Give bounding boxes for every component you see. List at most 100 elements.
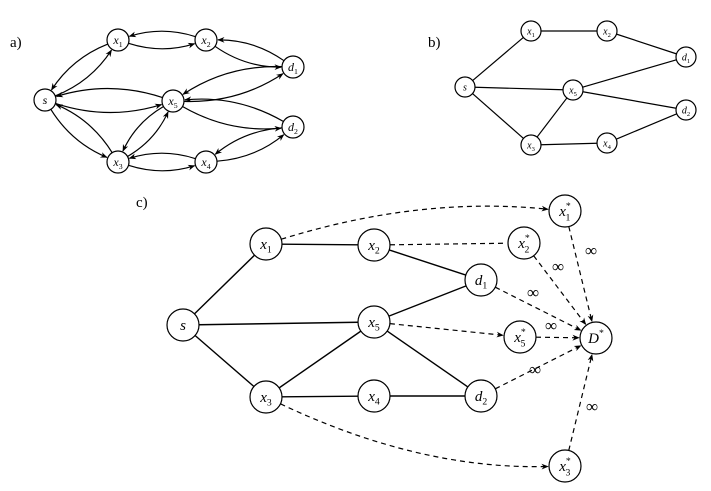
edge-x2-d1 [616,33,677,55]
node-name: D [587,331,599,347]
node-x3: x3 [249,380,283,414]
node-superscript: * [521,327,526,338]
node-subscript: 2 [687,111,690,118]
node-circle [562,79,584,101]
node-circle [106,28,130,52]
node-circle [464,263,498,297]
node-circle [161,89,185,113]
node-name: d [682,105,688,116]
node-d1: d1 [464,263,498,297]
node-superscript: * [525,233,530,244]
node-label: x4 [367,389,380,408]
edge-x5-d1 [582,59,677,88]
node-name: s [43,93,48,107]
edge-x4-x3 [128,152,196,160]
dashed-edge-d2-Ds [495,345,582,390]
node-circle [357,228,391,262]
edge-s-x3 [50,109,108,158]
node-s: s [166,308,200,342]
panel-a-label: a) [10,35,22,51]
edge-d1-x2 [217,36,285,62]
node-label: x3 [112,155,122,171]
node-label: x2 [367,238,380,257]
node-circle [579,321,613,355]
edge-s-x3 [194,334,255,388]
node-subscript: 3 [532,146,535,153]
edge-x3-x5 [536,97,568,138]
edge-s-x5 [55,102,163,114]
node-subscript: 2 [375,246,380,257]
node-label: x4 [602,138,611,151]
node-label: s [463,82,467,93]
edge-x5-d1 [183,73,284,103]
capacity-label: ∞ [545,316,557,335]
node-circle [106,150,130,174]
edge-x2-d1 [214,45,282,71]
node-circle [675,46,697,68]
node-subscript: 4 [608,144,612,151]
node-label: x1 [259,237,272,256]
node-label: x*3 [558,456,571,478]
node-label: x5 [167,94,177,110]
node-label: x1 [526,26,535,39]
node-subscript: 2 [482,397,487,408]
node-subscript: 3 [119,162,123,171]
node-circle [520,134,542,156]
node-circle [596,132,618,154]
node-x5: x5 [562,79,584,101]
node-name: d [288,120,295,134]
node-label: x5 [367,315,380,334]
node-Ds: D* [579,321,613,355]
node-name: d [475,273,483,289]
node-x1: x1 [106,28,130,52]
capacity-label: ∞ [552,257,564,276]
panel-b-label: b) [428,35,441,51]
node-subscript: 3 [267,398,272,409]
edge-d1-x5 [182,65,283,95]
edge-x3-x4 [128,164,196,172]
node-circle [166,308,200,342]
node-d1: d1 [281,55,305,79]
node-label: x5 [568,85,577,98]
dashed-edge-x5s-Ds [535,334,580,341]
edge-x1-s [51,43,108,91]
capacity-label: ∞ [585,241,597,260]
node-label: d1 [682,52,690,65]
node-name: x [200,155,207,169]
dashed-edge-x3-x3s [280,403,549,470]
node-subscript: 5 [574,91,577,98]
node-name: d [288,60,295,74]
node-name: x [367,315,375,331]
node-name: s [463,82,467,93]
node-label: x*5 [513,327,526,349]
node-circle [281,55,305,79]
node-label: d1 [475,273,488,292]
node-subscript: 4 [207,162,211,171]
node-circle [281,115,305,139]
node-name: x [602,138,608,149]
dashed-edge-x1-x1s [281,205,549,240]
node-circle [520,20,542,42]
edge-x4-d2 [216,134,285,162]
node-s: s [454,76,476,98]
edge-s-x3 [472,93,524,139]
node-label: x3 [526,140,535,153]
dashed-edge-x5-x5s [389,323,504,338]
node-circle [33,88,57,112]
edge-s-x1 [193,254,256,315]
node-superscript: * [599,328,604,339]
node-label: D* [587,328,604,347]
node-s: s [33,88,57,112]
node-name: d [475,389,483,405]
node-label: d2 [475,389,488,408]
edge-d2-x4 [214,127,283,155]
node-label: x2 [200,33,210,49]
node-subscript: 1 [566,212,571,223]
edge-x5-d2 [182,105,282,132]
node-circle [503,320,537,354]
node-name: x [526,140,532,151]
node-x3: x3 [106,150,130,174]
node-circle [454,76,476,98]
